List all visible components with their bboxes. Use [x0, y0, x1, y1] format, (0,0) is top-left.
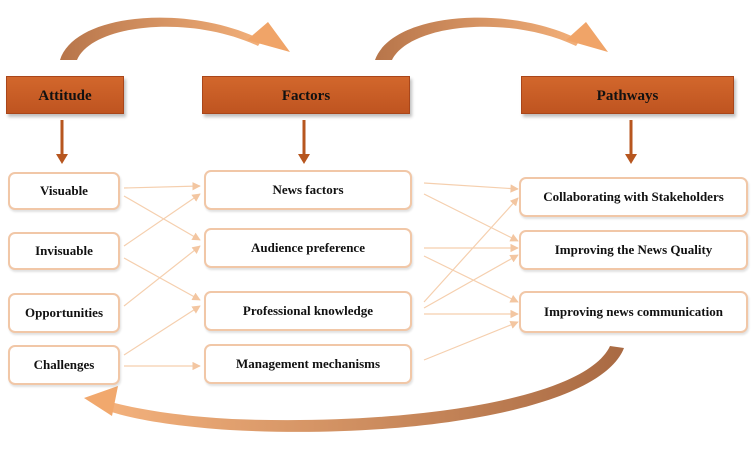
- factor-box-news-factors: News factors: [204, 170, 412, 210]
- pathway-label: Improving news communication: [544, 304, 723, 319]
- link-professional-quality: [423, 254, 519, 309]
- attitude-label: Invisuable: [35, 243, 93, 258]
- factor-box-audience-preference: Audience preference: [204, 228, 412, 268]
- link-opportunities-audience: [123, 245, 201, 307]
- link-visuable-newsfactors: [123, 182, 201, 191]
- link-visuable-audience: [123, 195, 201, 241]
- pathway-label: Improving the News Quality: [554, 242, 713, 257]
- attitude-label: Challenges: [33, 357, 95, 372]
- attitude-label: Opportunities: [24, 305, 103, 320]
- link-newsfactors-quality: [423, 193, 519, 242]
- link-invisuable-professional: [123, 257, 201, 301]
- down-arrow-factors: [298, 120, 310, 164]
- pathway-label: Collaborating with Stakeholders: [543, 189, 724, 204]
- header-attitude: Attitude: [6, 76, 124, 114]
- curve-arrow-attitude-to-factors: [60, 17, 290, 60]
- attitude-box-visuable: Visuable: [8, 172, 120, 210]
- link-invisuable-newsfactors: [123, 193, 201, 247]
- attitude-box-opportunities: Opportunities: [8, 293, 120, 333]
- factor-box-professional-knowledge: Professional knowledge: [204, 291, 412, 331]
- factor-label: News factors: [272, 182, 344, 197]
- curve-arrow-factors-to-pathways: [375, 17, 608, 60]
- link-challenges-professional: [123, 305, 201, 356]
- factor-box-management-mechanisms: Management mechanisms: [204, 344, 412, 384]
- attitude-box-invisuable: Invisuable: [8, 232, 120, 270]
- header-factors-label: Factors: [281, 88, 331, 104]
- attitude-label: Visuable: [40, 183, 88, 198]
- link-management-communication: [423, 320, 519, 361]
- factor-label: Audience preference: [251, 240, 365, 255]
- header-factors: Factors: [202, 76, 410, 114]
- header-attitude-label: Attitude: [38, 88, 92, 104]
- link-professional-collab: [423, 197, 519, 303]
- attitude-box-challenges: Challenges: [8, 345, 120, 385]
- down-arrow-attitude: [56, 120, 68, 164]
- down-arrow-pathways: [625, 120, 637, 164]
- pathway-box-collaborating: Collaborating with Stakeholders: [519, 177, 748, 217]
- pathway-box-news-quality: Improving the News Quality: [519, 230, 748, 270]
- header-pathways: Pathways: [521, 76, 734, 114]
- factor-label: Professional knowledge: [242, 303, 374, 318]
- curve-arrow-pathways-to-attitude: [84, 346, 624, 432]
- link-newsfactors-collab: [423, 182, 519, 193]
- factor-label: Management mechanisms: [235, 356, 381, 371]
- link-audience-communication: [423, 255, 519, 303]
- header-pathways-label: Pathways: [596, 88, 659, 104]
- pathway-box-news-communication: Improving news communication: [519, 291, 748, 333]
